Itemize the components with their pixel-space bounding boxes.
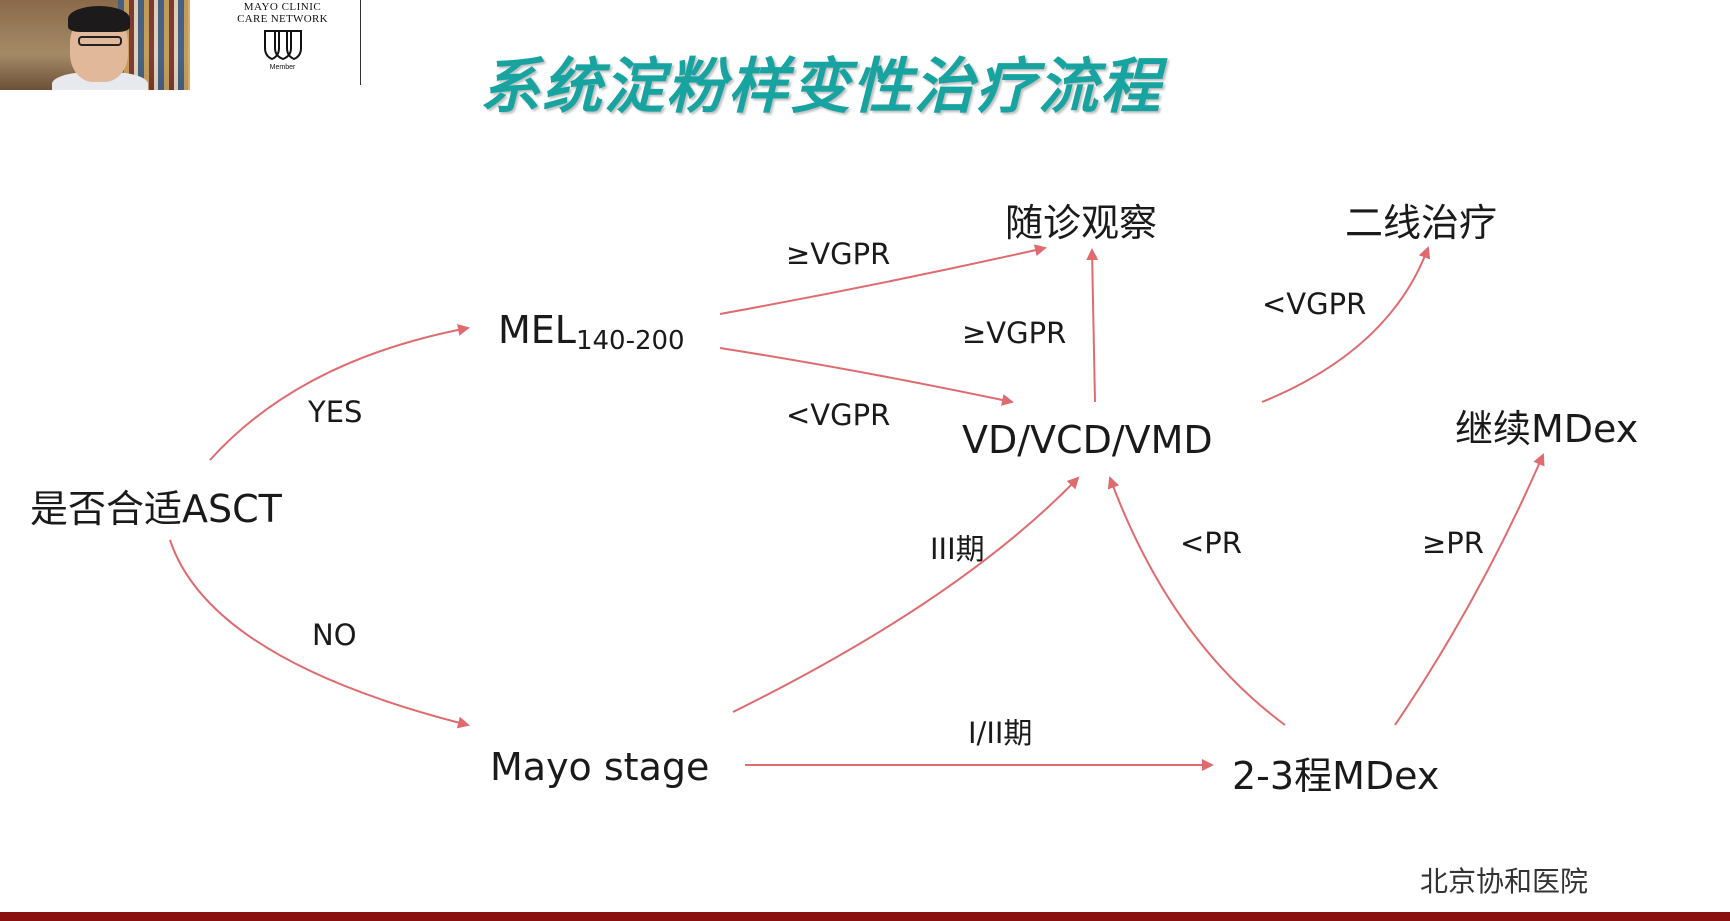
arrow-mdex-to-vd	[1107, 476, 1286, 726]
node-mel-main: MEL	[498, 308, 576, 352]
edge-label-yes: YES	[308, 395, 363, 429]
arrow-mdex-to-continue	[1394, 453, 1545, 726]
edge-label-vd-lt-vgpr: <VGPR	[1262, 287, 1367, 321]
edge-label-lt-pr: <PR	[1180, 526, 1242, 560]
node-follow-up: 随诊观察	[1005, 201, 1158, 245]
logo-line-2: CARE NETWORK	[237, 13, 328, 25]
arrow-mayo-to-vd	[732, 476, 1080, 713]
node-mel-dose: 140-200	[575, 326, 685, 356]
node-mayo-stage: Mayo stage	[490, 745, 710, 789]
edge-label-mel-lt-vgpr: <VGPR	[786, 398, 891, 432]
mayo-shield-icon	[263, 30, 302, 61]
presenter-hair	[68, 6, 130, 32]
arrow-mel-to-followup	[719, 244, 1047, 315]
node-second-line: 二线治疗	[1345, 201, 1498, 245]
presenter-video-thumbnail	[0, 0, 190, 90]
arrow-vd-to-followup	[1086, 248, 1099, 403]
edge-label-mel-ge-vgpr: ≥VGPR	[786, 237, 891, 271]
edge-label-stage-iii: III期	[930, 532, 985, 566]
hospital-name: 北京协和医院	[1420, 865, 1589, 898]
presenter-glasses	[78, 36, 122, 46]
arrow-vd-to-second-line	[1261, 246, 1431, 403]
slide-title: 系统淀粉样变性治疗流程	[480, 52, 1162, 122]
mayo-clinic-logo: MAYO CLINIC CARE NETWORK Member	[205, 0, 361, 85]
arrow-asct-to-mayo	[169, 539, 470, 729]
edge-label-vd-ge-vgpr: ≥VGPR	[962, 316, 1067, 350]
node-mel: MEL140-200	[498, 308, 685, 356]
bottom-border	[0, 912, 1730, 921]
video-border	[188, 0, 190, 90]
arrow-asct-to-mel	[209, 323, 470, 461]
node-vd-vcd-vmd: VD/VCD/VMD	[962, 418, 1213, 462]
edge-label-no: NO	[312, 618, 357, 652]
node-mdex-cycles: 2-3程MDex	[1232, 754, 1440, 798]
node-asct-eligibility: 是否合适ASCT	[30, 487, 282, 531]
logo-line-1: MAYO CLINIC	[243, 1, 322, 13]
edge-label-ge-pr: ≥PR	[1422, 526, 1484, 560]
logo-member-text: Member	[269, 64, 296, 71]
node-continue-mdex: 继续MDex	[1455, 407, 1639, 451]
edge-label-stage-i-ii: I/II期	[968, 716, 1033, 750]
arrow-mel-to-vd	[719, 347, 1014, 406]
